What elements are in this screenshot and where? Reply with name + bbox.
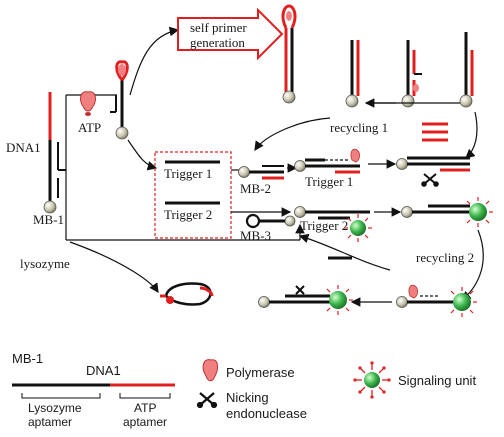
trigger2-product-label: Trigger 2	[300, 218, 348, 233]
arrow-to-lysozyme	[69, 241, 159, 293]
legend-polymerase: Polymerase	[226, 365, 295, 380]
atp-aptamer-complex	[110, 60, 129, 140]
trigger1-extension-complex	[294, 148, 360, 174]
legend-atp-bracket	[119, 393, 171, 399]
triggers-box	[154, 151, 232, 239]
dna1-label: DNA1	[6, 140, 41, 155]
legend-signaling-unit-icon	[353, 361, 391, 399]
atp-label: ATP	[78, 120, 101, 135]
nicked-signal-duplex	[258, 285, 353, 315]
signaling-duplex-right	[401, 197, 493, 227]
legend-dna1: DNA1	[86, 363, 121, 378]
legend-mb1: MB-1	[12, 351, 43, 366]
recycling1-structure-c	[459, 32, 474, 108]
arrow-to-triggers	[127, 139, 158, 171]
mb2-complex	[238, 165, 284, 180]
trigger2-label: Trigger 2	[164, 207, 212, 222]
lysozyme-complex	[160, 282, 214, 306]
mb3-hairpin	[245, 213, 296, 229]
legend-nicking-line2: endonuclease	[226, 406, 307, 421]
nicked-duplex	[396, 156, 470, 172]
recycling1-structure-a	[345, 40, 360, 108]
signaling-unit-small	[344, 214, 372, 242]
lysozyme-label: lysozyme	[20, 256, 70, 271]
released-trigger-strands	[422, 122, 448, 142]
self-primer-arrow-box	[177, 7, 284, 61]
legend-lysozyme-aptamer-line1: Lysozyme	[28, 401, 82, 415]
legend-polymerase-icon	[202, 359, 219, 382]
atp-molecule-icon	[80, 91, 96, 116]
legend-nicking-line1: Nicking	[226, 390, 269, 405]
legend-signaling: Signaling unit	[398, 373, 476, 388]
legend-nicking-icon	[196, 392, 218, 409]
nicking-endonuclease-icon	[421, 173, 439, 187]
mb3-label: MB-3	[240, 228, 271, 243]
trigger1-label: Trigger 1	[164, 166, 212, 181]
arrow-recycle1-back	[254, 117, 331, 151]
legend-lysozyme-bracket	[21, 393, 101, 399]
arrow-recycle2-back	[298, 233, 391, 271]
recycling1-structure-b	[401, 40, 422, 108]
self-primer-label-line1: self primer	[190, 20, 247, 35]
arrow-recycle1-down	[465, 111, 478, 159]
arrow-to-self-primer	[129, 26, 180, 96]
mb2-label: MB-2	[240, 181, 271, 196]
signaling-duplex-bottom-right	[396, 284, 477, 317]
recycling1-label: recycling 1	[330, 120, 388, 135]
self-primer-label-line2: generation	[190, 35, 245, 50]
trigger2-complex	[294, 206, 370, 220]
self-primer-hairpin	[281, 4, 297, 104]
legend-lysozyme-aptamer-line2: aptamer	[28, 415, 72, 429]
dna1-mb1-duplex	[43, 92, 66, 214]
legend-atp-aptamer-line1: ATP	[134, 401, 156, 415]
mb1-label: MB-1	[33, 212, 64, 227]
arrow-recycle2-down	[461, 229, 484, 301]
recycling2-label: recycling 2	[416, 250, 474, 265]
trigger1-product-label: Trigger 1	[305, 174, 353, 189]
legend-atp-aptamer-line2: aptamer	[123, 415, 167, 429]
